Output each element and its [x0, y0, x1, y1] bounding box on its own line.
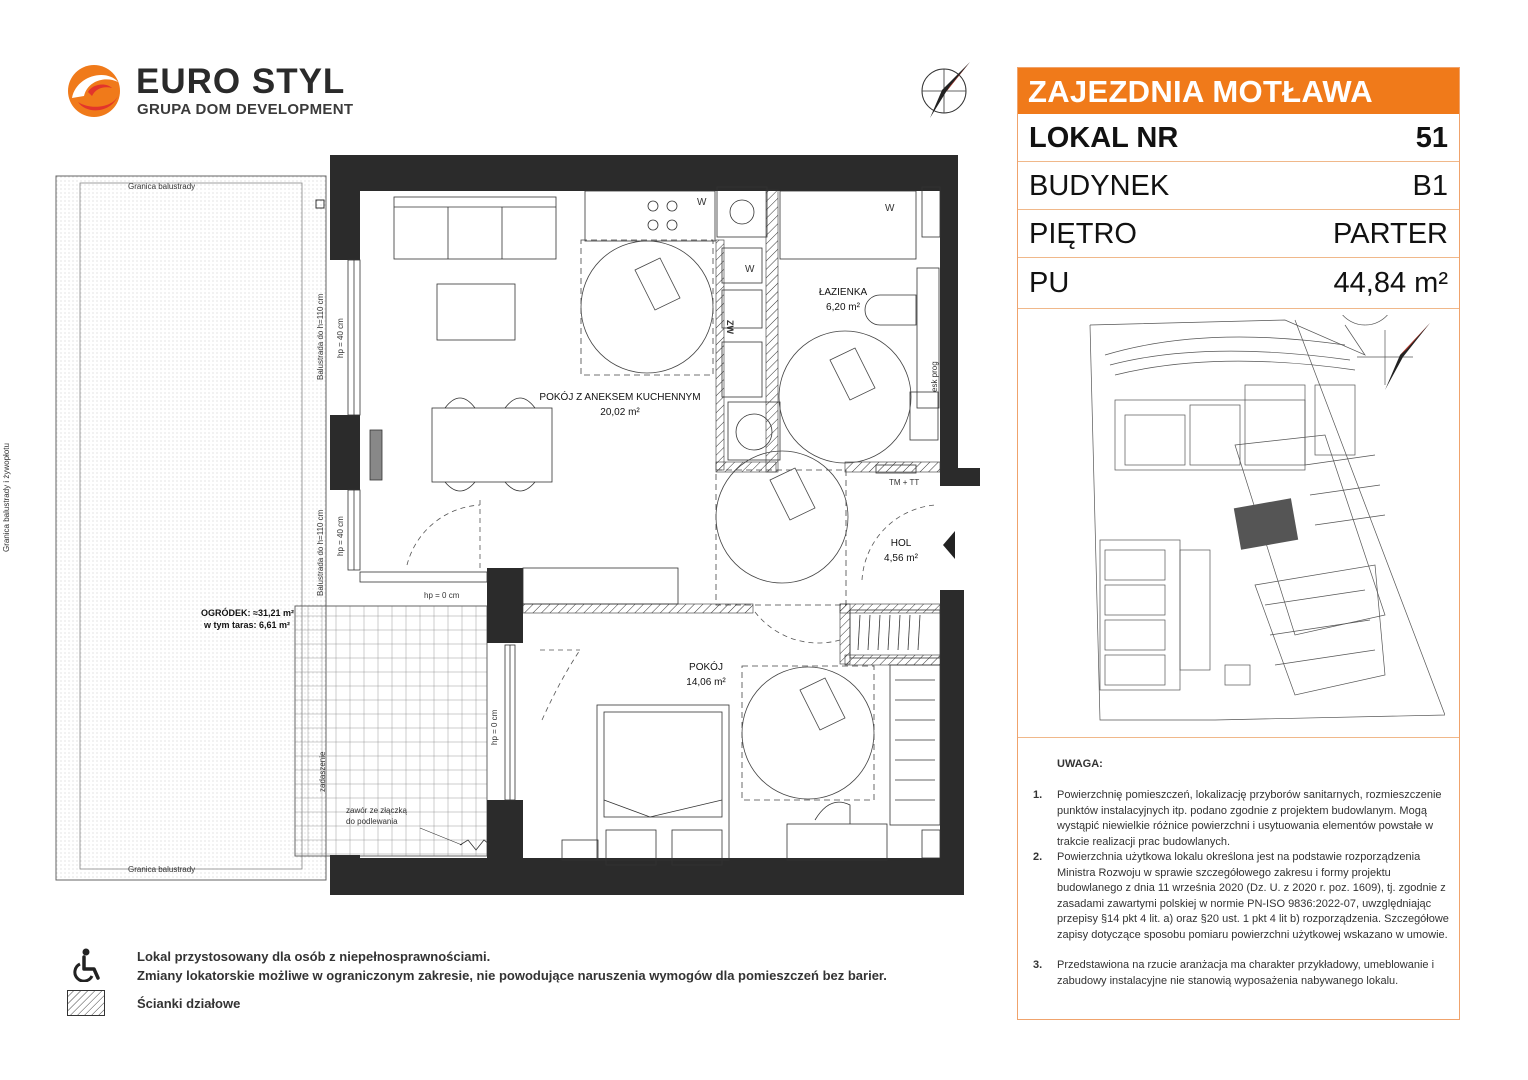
project-title: ZAJEZDNIA MOTŁAWA: [1018, 68, 1459, 114]
info-row-area: PU 44,84 m²: [1018, 259, 1459, 309]
planting-label: zadaszenie: [318, 751, 327, 792]
site-plan: [1089, 315, 1445, 721]
site-plan-divider: [1018, 737, 1459, 738]
info-row-building: BUDYNEK B1: [1018, 162, 1459, 210]
hp0-label-1: hp = 0 cm: [424, 591, 460, 600]
w-label-3: W: [885, 203, 895, 214]
kitchen-counter: [584, 190, 716, 242]
valve-label-2: do podlewania: [346, 817, 398, 826]
tm-tt-label: TM + TT: [889, 478, 920, 487]
valve-label-1: zawór ze złączką: [346, 806, 407, 815]
brand-subtitle: GRUPA DOM DEVELOPMENT: [137, 101, 354, 118]
info-row-floor: PIĘTRO PARTER: [1018, 210, 1459, 258]
note-3-number: 3.: [1033, 959, 1043, 971]
note-1-text: Powierzchnię pomieszczeń, lokalizację pr…: [1057, 789, 1442, 848]
brand-swirl-icon: [68, 65, 120, 117]
partition-legend-label: Ścianki działowe: [137, 996, 241, 1011]
w-label-1: W: [697, 197, 707, 208]
info-key-area: PU: [1029, 267, 1070, 299]
balustrade-label-2: Balustrada do h=110 cm: [316, 509, 325, 596]
info-key-building: BUDYNEK: [1029, 170, 1170, 202]
bed: [596, 704, 730, 861]
accessible-note-line1: Lokal przystosowany dla osób z niepełnos…: [137, 949, 491, 964]
room-bedroom-name: POKÓJ: [689, 662, 723, 673]
note-2-text: Powierzchnia użytkowa lokalu określona j…: [1057, 851, 1449, 941]
room-living-area: 20,02 m²: [600, 407, 640, 418]
dining-table: [431, 407, 553, 483]
info-key-floor: PIĘTRO: [1029, 218, 1137, 250]
brand-logo: [66, 62, 126, 120]
unit-highlight: [1233, 498, 1299, 550]
info-value-area: 44,84 m²: [1333, 267, 1448, 299]
note-3-text: Przedstawiona na rzucie aranżacja ma cha…: [1057, 959, 1435, 987]
room-garden-terrace: w tym taras: 6,61 m²: [203, 620, 290, 630]
info-row-unit: LOKAL NR 51: [1018, 114, 1459, 162]
room-hall-area: 4,56 m²: [884, 553, 918, 564]
accessible-note-line2: Zmiany lokatorskie możliwe w ograniczony…: [137, 968, 887, 983]
w-label-2: W: [745, 264, 755, 275]
note-1-number: 1.: [1033, 789, 1043, 801]
coffee-table: [436, 283, 516, 341]
info-value-unit: 51: [1415, 122, 1448, 154]
note-2: 2. Powierzchnia użytkowa lokalu określon…: [1033, 850, 1449, 960]
room-bath-area: 6,20 m²: [826, 302, 860, 313]
partition-hatch-swatch: [67, 990, 105, 1016]
sofa: [393, 196, 557, 260]
terrace-area: [294, 605, 488, 857]
note-3: 3. Przedstawiona na rzucie aranżacja ma …: [1033, 958, 1448, 1008]
wheelchair-icon: [73, 948, 100, 982]
compass-icon: [921, 62, 970, 118]
zw-label: ZW: [725, 320, 735, 334]
garden-area: [55, 175, 327, 881]
note-1: 1. Powierzchnię pomieszczeń, lokalizację…: [1033, 788, 1448, 852]
room-hall-name: HOL: [890, 538, 912, 549]
room-garden-name: OGRÓDEK: ≈31,21 m²: [201, 608, 294, 618]
partition-walls: [522, 189, 941, 666]
hp0-label-2: hp = 0 cm: [490, 709, 499, 745]
notes-title: UWAGA:: [1057, 758, 1103, 770]
info-panel: [1017, 67, 1460, 1020]
balustrade-label-1: Balustrada do h=110 cm: [316, 293, 325, 380]
outer-walls: [330, 155, 980, 895]
note-2-number: 2.: [1033, 851, 1043, 863]
floor-plan: [55, 155, 980, 895]
room-bath-name: ŁAZIENKA: [818, 287, 868, 298]
slope-label: esk prog: [930, 361, 939, 392]
room-bedroom-area: 14,06 m²: [686, 677, 726, 688]
info-key-unit: LOKAL NR: [1029, 122, 1179, 154]
brand-name: EURO STYL: [136, 62, 346, 101]
railing-top-label: Granica balustrady: [128, 182, 196, 191]
info-value-building: B1: [1412, 170, 1448, 202]
railing-side-label: Granica balustrady i żywopłotu: [2, 443, 11, 552]
info-value-floor: PARTER: [1333, 218, 1448, 250]
room-living-name: POKÓJ Z ANEKSEM KUCHENNYM: [539, 392, 701, 403]
hp40-label-1: hp = 40 cm: [336, 318, 345, 358]
railing-bottom-label: Granica balustrady: [128, 865, 196, 874]
wheelchair-circles: [580, 239, 912, 801]
hp40-label-2: hp = 40 cm: [336, 516, 345, 556]
